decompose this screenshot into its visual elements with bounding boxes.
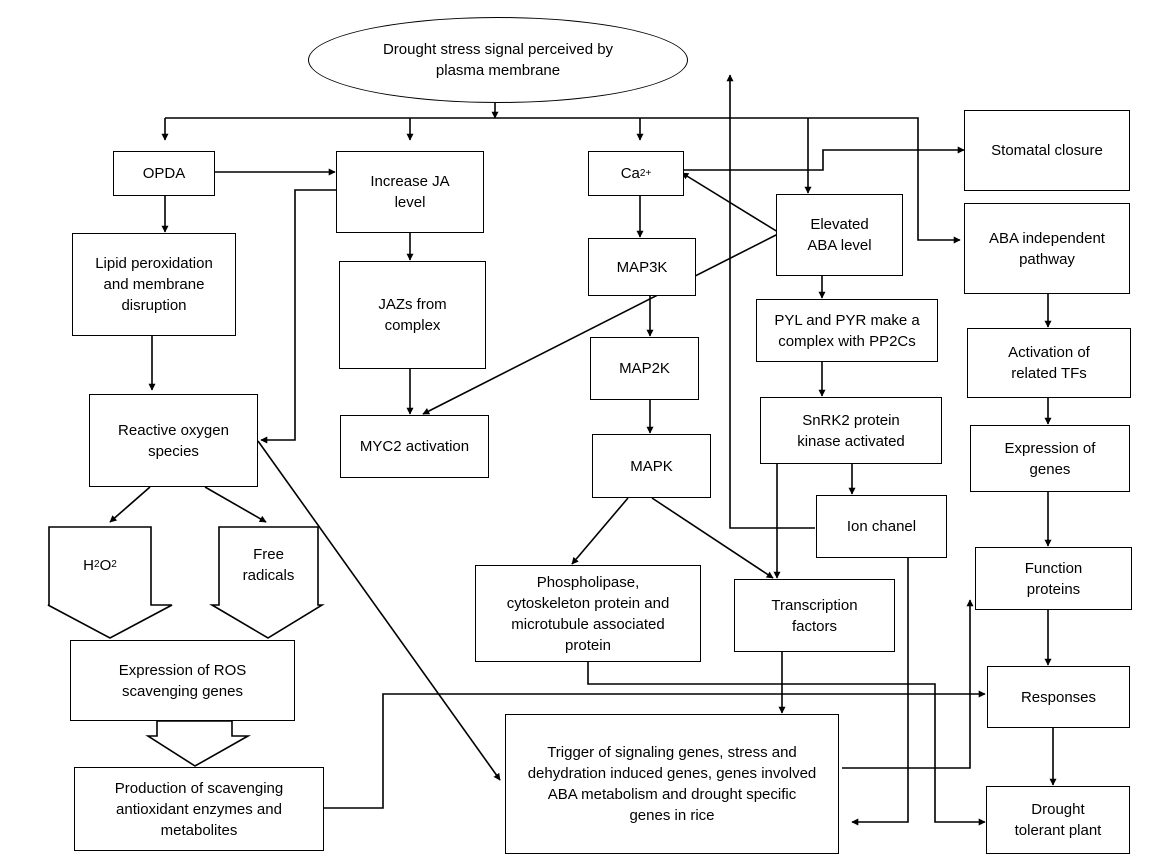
ros-to-radicals: [204, 486, 267, 523]
ca-to-stomatal: [682, 146, 965, 171]
node-myc2: MYC2 activation: [340, 415, 489, 478]
distribution-bus: [165, 117, 961, 244]
node-signal: Drought stress signal perceived by plasm…: [308, 17, 688, 103]
ros-to-trigger: [257, 440, 501, 781]
ros-to-h2o2: [109, 486, 151, 523]
node-function-proteins: Function proteins: [975, 547, 1132, 610]
node-responses: Responses: [987, 666, 1130, 728]
radicals-block-arrow: [209, 526, 325, 639]
node-ja-level: Increase JA level: [336, 151, 484, 233]
phospholipase-to-tolerant: [587, 662, 986, 826]
node-transcription-factors: Transcription factors: [734, 579, 895, 652]
node-free-radicals: Free radicals: [242, 546, 295, 584]
ca-symbol: Ca: [620, 165, 640, 182]
ion-to-signal: [726, 74, 815, 529]
node-ros: Reactive oxygen species: [89, 394, 258, 487]
mapk-to-phospholipase: [571, 497, 629, 565]
ja-to-ros: [260, 189, 336, 444]
node-antioxidant: Production of scavenging antioxidant enz…: [74, 767, 324, 851]
node-drought-tolerant: Drought tolerant plant: [986, 786, 1130, 854]
node-opda: OPDA: [113, 151, 215, 196]
node-phospholipase: Phospholipase, cytoskeleton protein and …: [475, 565, 701, 662]
mapk-to-tfs: [651, 497, 774, 579]
node-activation-tfs: Activation of related TFs: [967, 328, 1131, 398]
node-pyl-pyr: PYL and PYR make a complex with PP2Cs: [756, 299, 938, 362]
node-stomatal-closure: Stomatal closure: [964, 110, 1130, 191]
node-snrk2: SnRK2 protein kinase activated: [760, 397, 942, 464]
node-mapk: MAPK: [592, 434, 711, 498]
aba-to-myc2: [422, 233, 779, 415]
antioxidant-to-responses: [324, 690, 986, 809]
h2o2-block-arrow: [47, 526, 173, 639]
node-aba-independent: ABA independent pathway: [964, 203, 1130, 294]
h2o2-h: H: [83, 556, 95, 574]
scavenging-block-arrow: [145, 720, 252, 767]
node-map3k: MAP3K: [588, 238, 696, 296]
h2o2-o: O: [99, 556, 112, 574]
node-jazs: JAZs from complex: [339, 261, 486, 369]
node-map2k: MAP2K: [590, 337, 699, 400]
node-expression-genes: Expression of genes: [970, 425, 1130, 492]
node-trigger-genes: Trigger of signaling genes, stress and d…: [505, 714, 839, 854]
node-aba-level: Elevated ABA level: [776, 194, 903, 276]
node-lipid-peroxidation: Lipid peroxidation and membrane disrupti…: [72, 233, 236, 336]
ion-to-trigger: [851, 557, 909, 826]
node-ion-channel: Ion chanel: [816, 495, 947, 558]
trigger-to-function: [842, 599, 974, 769]
node-ros-genes: Expression of ROS scavenging genes: [70, 640, 295, 721]
